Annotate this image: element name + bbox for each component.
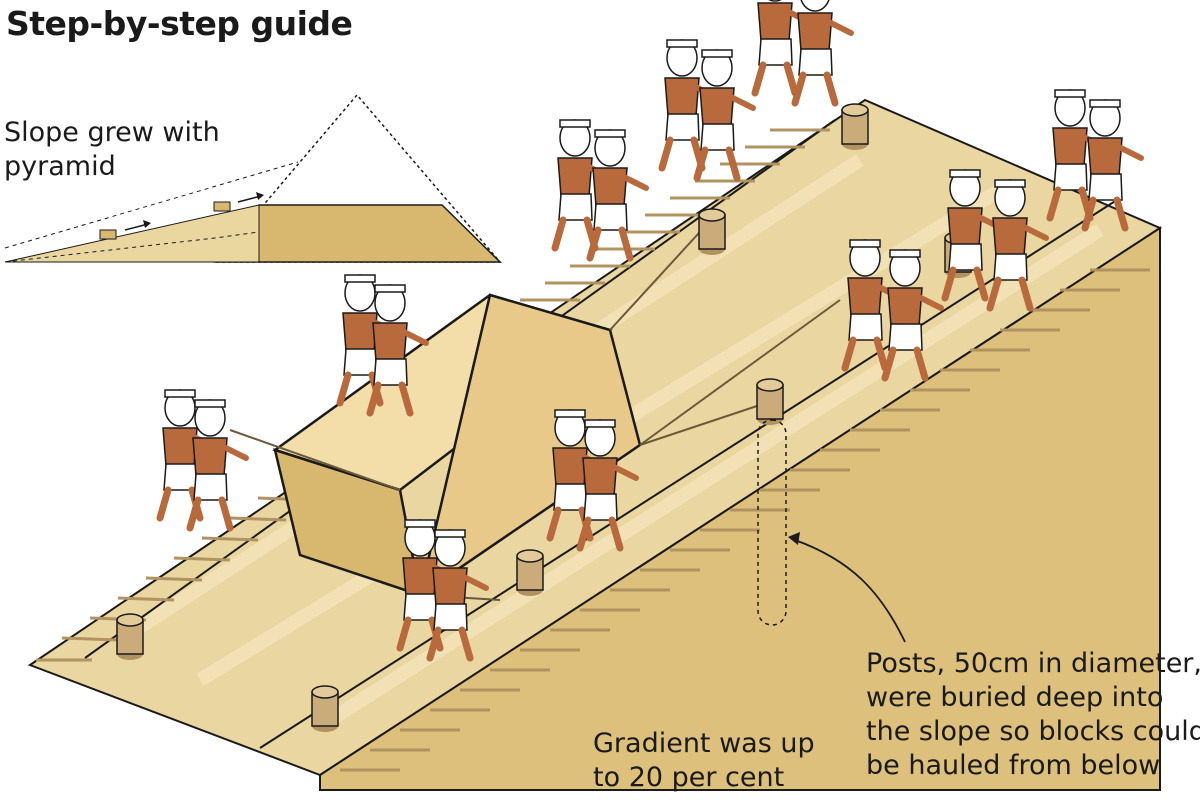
gradient-caption: Gradient was up to 20 per cent (593, 728, 815, 793)
ramp-track-divider-right (259, 197, 1121, 749)
stone-block (272, 293, 642, 598)
posts-pointer-arrow (794, 539, 906, 643)
inset-ramp (4, 204, 260, 263)
stairs-right (340, 268, 1150, 772)
inset-caption: Slope grew with pyramid (4, 117, 220, 182)
buried-post-outline (757, 419, 787, 626)
inset-arrow-2 (237, 195, 262, 203)
inset-arrowhead-2 (256, 192, 264, 200)
pyramid-inset (4, 93, 502, 263)
inset-block-2 (213, 201, 231, 212)
inset-block-1 (99, 229, 117, 240)
inset-arrow-1 (124, 223, 149, 231)
posts-caption: Posts, 50cm in diameter, were buried dee… (866, 648, 1200, 781)
inset-future-ramp (4, 161, 299, 249)
inset-mid-line (4, 231, 260, 263)
posts-pointer-arrowhead (788, 532, 800, 545)
page-title: Step-by-step guide (6, 4, 353, 43)
inset-arrowhead-1 (143, 220, 151, 228)
